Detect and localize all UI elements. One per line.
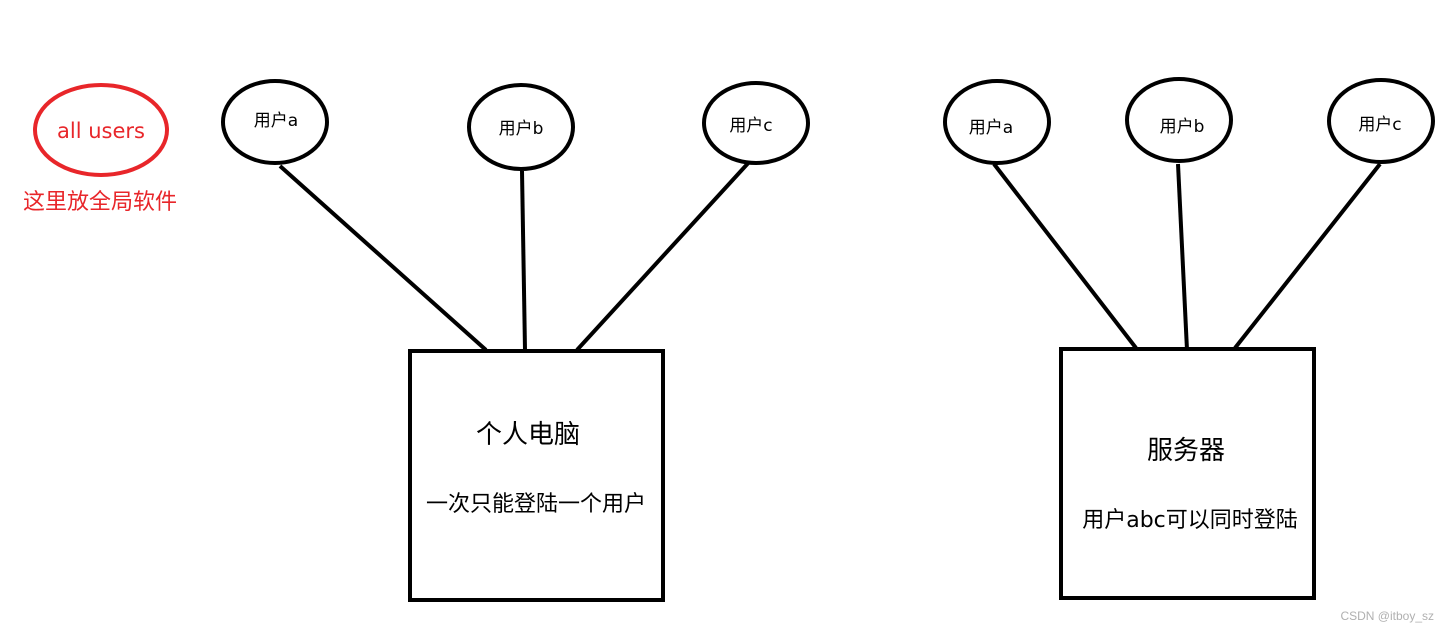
global-software-caption: 这里放全局软件: [23, 190, 177, 215]
server-description: 用户abc可以同时登陆: [1082, 508, 1298, 533]
server-user-b-label: 用户b: [1160, 117, 1205, 137]
server-user-a-label: 用户a: [969, 118, 1013, 138]
connector-server-user-a: [992, 162, 1138, 350]
all-users-ellipse: [33, 83, 169, 177]
server-user-a-node: [943, 79, 1051, 165]
server-user-c-node: [1327, 78, 1435, 164]
personal-computer-group: 用户a 用户b 用户c 个人电脑 一次只能登陆一个用户: [221, 79, 810, 602]
connector-server-user-b: [1176, 163, 1189, 351]
pc-user-c-label: 用户c: [729, 116, 772, 136]
pc-user-b-node: [467, 83, 575, 171]
server-title: 服务器: [1147, 436, 1225, 466]
pc-user-a-label: 用户a: [254, 111, 298, 131]
server-user-c-label: 用户c: [1358, 115, 1401, 135]
connector-pc-user-b: [520, 170, 527, 351]
connector-server-user-c: [1233, 162, 1382, 350]
pc-user-a-node: [221, 79, 329, 165]
server-group: 用户a 用户b 用户c 服务器 用户abc可以同时登陆: [943, 77, 1435, 600]
pc-user-c-node: [702, 81, 810, 165]
server-user-b-node: [1125, 77, 1233, 163]
all-users-label: all users: [57, 119, 145, 143]
connector-pc-user-a: [278, 164, 488, 352]
all-users-group: all users 这里放全局软件: [23, 83, 177, 215]
csdn-watermark: CSDN @itboy_sz: [1340, 609, 1434, 623]
server-box: [1059, 347, 1316, 600]
personal-computer-description: 一次只能登陆一个用户: [426, 492, 646, 517]
personal-computer-title: 个人电脑: [476, 420, 580, 450]
personal-computer-box: [408, 349, 665, 602]
connector-pc-user-c: [575, 158, 753, 352]
pc-user-b-label: 用户b: [499, 119, 544, 139]
